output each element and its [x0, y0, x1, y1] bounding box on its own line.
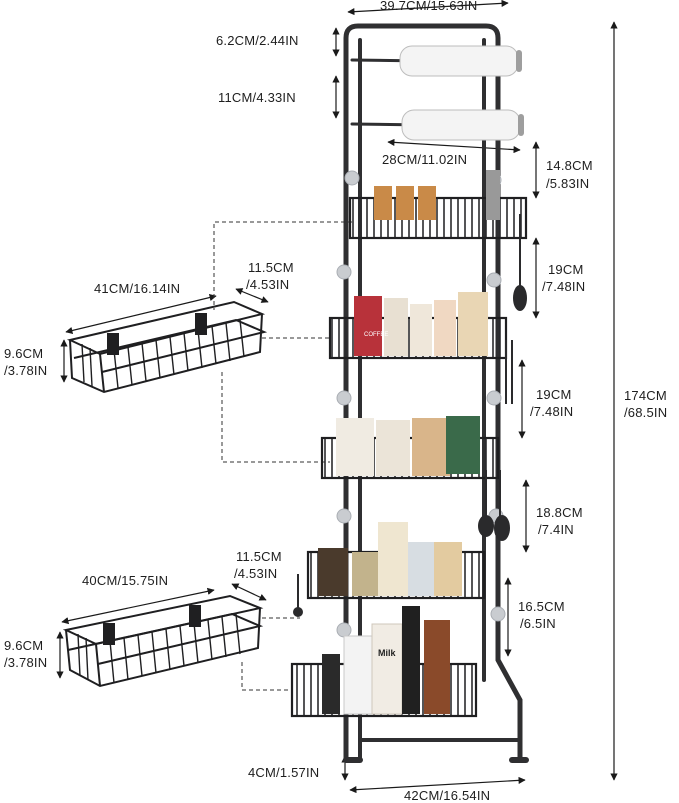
large-basket-depth-in: /4.53IN: [246, 277, 290, 292]
tier5-gap-cm: 16.5CM: [518, 599, 565, 614]
small-basket-illustration: [62, 594, 264, 688]
hanging-utensils: [293, 214, 527, 617]
dimension-lines: [56, 0, 618, 794]
foot-height-label: 4CM/1.57IN: [248, 765, 320, 780]
tier5-gap-in: /6.5IN: [520, 616, 556, 631]
large-basket-height-in: /3.78IN: [4, 363, 48, 378]
small-basket-depth-in: /4.53IN: [234, 566, 278, 581]
top-width-label: 39.7CM/15.63IN: [380, 0, 478, 13]
small-basket-height-cm: 9.6CM: [4, 638, 44, 653]
tier3-gap-in: /7.48IN: [530, 404, 574, 419]
tier2-gap-in: /7.48IN: [542, 279, 586, 294]
tier2-gap-cm: 19CM: [548, 262, 584, 277]
roll-width-label: 28CM/11.02IN: [382, 152, 468, 167]
milk-carton-label: Milk: [378, 648, 396, 658]
total-height-in: /68.5IN: [624, 405, 668, 420]
large-basket-length: 41CM/16.14IN: [94, 281, 181, 296]
small-basket-depth-cm: 11.5CM: [236, 549, 282, 564]
small-basket-height-in: /3.78IN: [4, 655, 48, 670]
top-gap-label: 6.2CM/2.44IN: [216, 33, 299, 48]
top-width-arrow: [347, 0, 509, 16]
leader-lines: [213, 221, 352, 691]
small-basket-length: 40CM/15.75IN: [82, 573, 169, 588]
large-basket-height-cm: 9.6CM: [4, 346, 44, 361]
coffee-box-label: COFFEE: [364, 332, 388, 338]
large-basket-illustration: [66, 300, 268, 394]
tier3-gap-cm: 19CM: [536, 387, 572, 402]
large-basket-depth-cm: 11.5CM: [248, 260, 294, 275]
tier1-gap-in: /5.83IN: [546, 176, 590, 191]
tier4-gap-in: /7.4IN: [538, 522, 574, 537]
tier1-gap-cm: 14.8CM: [546, 158, 593, 173]
roll-gap-label: 11CM/4.33IN: [218, 90, 296, 105]
paper-towel-rolls: [399, 45, 524, 141]
bottom-width-label: 42CM/16.54IN: [404, 788, 491, 803]
total-height-cm: 174CM: [624, 388, 667, 403]
tier4-gap-cm: 18.8CM: [536, 505, 583, 520]
shelf-items: [318, 170, 500, 715]
